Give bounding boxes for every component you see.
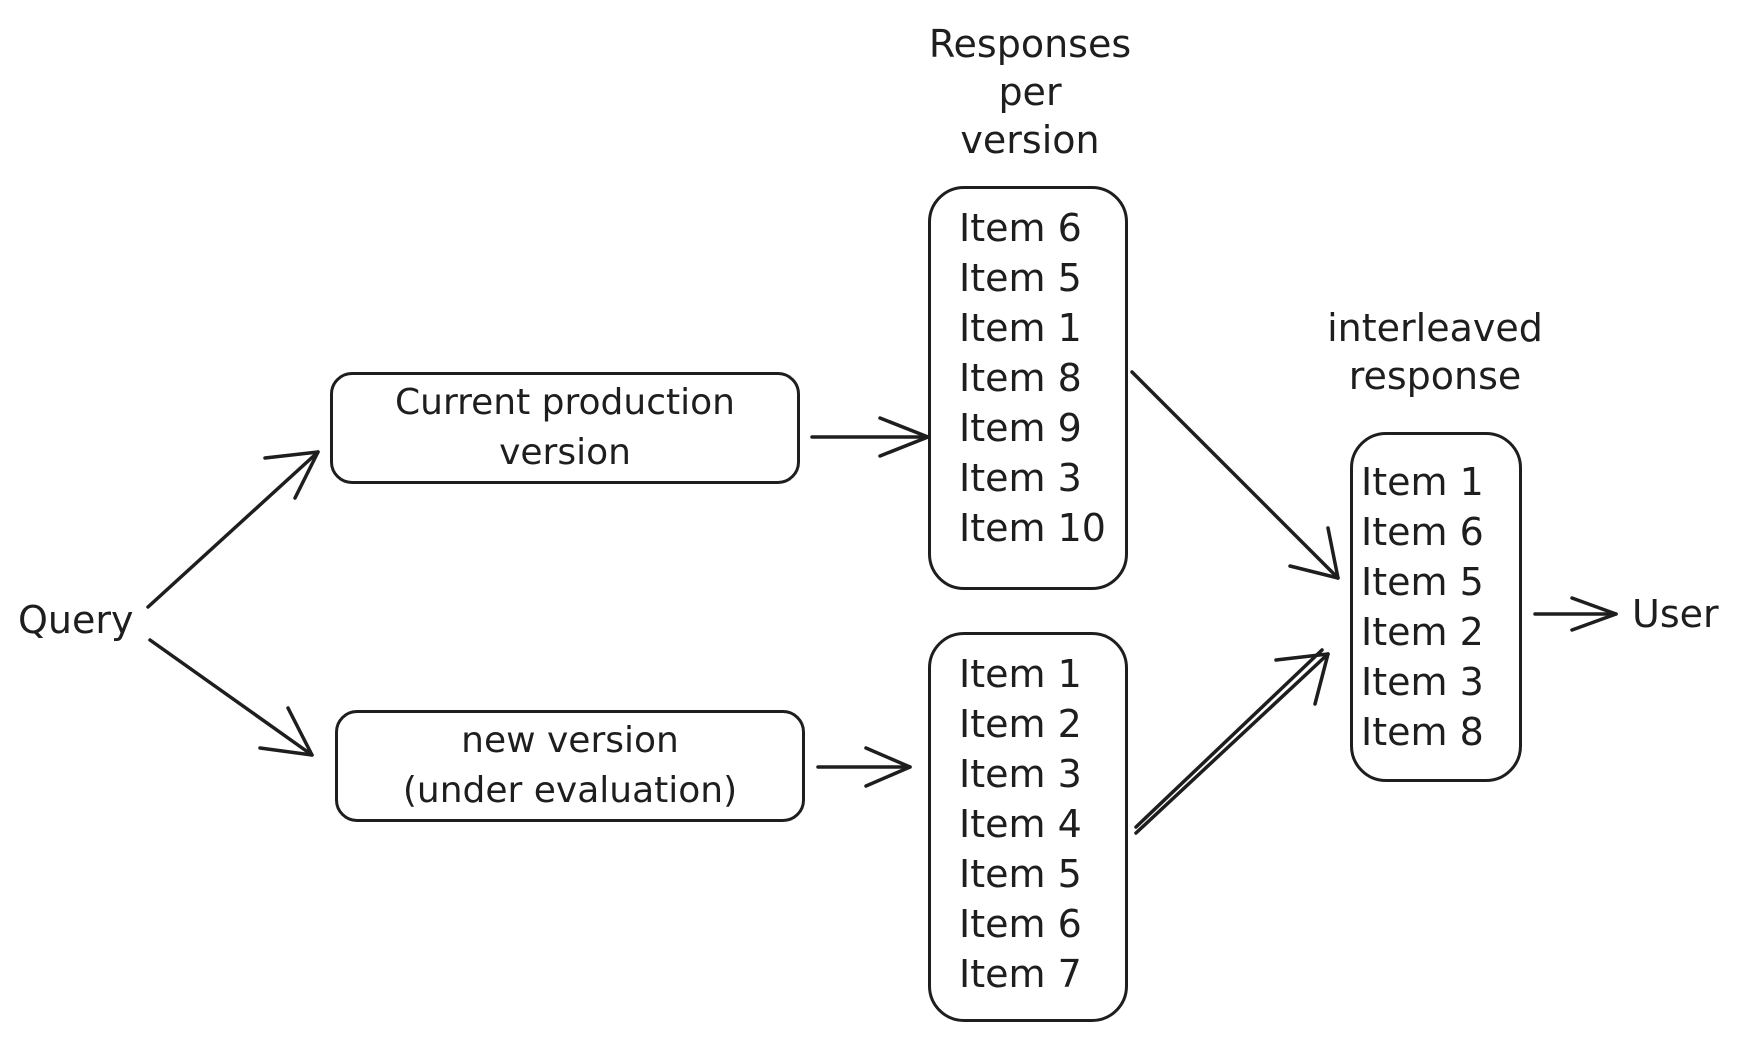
list-item: Item 2 xyxy=(1361,610,1484,654)
list-item: Item 6 xyxy=(959,206,1082,250)
list-item: Item 7 xyxy=(959,952,1082,996)
arrow-query-to-current xyxy=(146,450,320,609)
current-responses-list: Item 6 Item 5 Item 1 Item 8 Item 9 Item … xyxy=(928,186,1128,590)
responses-header: Responses per version xyxy=(910,20,1150,164)
list-item: Item 6 xyxy=(959,902,1082,946)
list-item: Item 5 xyxy=(959,256,1082,300)
responses-header-line1: Responses xyxy=(928,22,1132,66)
current-production-line2: version xyxy=(499,432,631,473)
current-production-box: Current production version xyxy=(330,372,800,484)
arrow-query-to-new xyxy=(148,638,314,757)
interleaved-header-line2: response xyxy=(1348,354,1522,398)
list-item: Item 2 xyxy=(959,702,1082,746)
interleaved-responses-list: Item 1 Item 6 Item 5 Item 2 Item 3 Item … xyxy=(1350,432,1522,782)
list-item: Item 3 xyxy=(1361,660,1484,704)
interleaved-header: interleaved response xyxy=(1300,304,1570,400)
new-version-box: new version (under evaluation) xyxy=(335,710,805,822)
arrow-new-to-responses xyxy=(816,746,912,788)
responses-header-line2: per xyxy=(998,70,1062,114)
list-item: Item 5 xyxy=(959,852,1082,896)
list-item: Item 3 xyxy=(959,752,1082,796)
list-item: Item 4 xyxy=(959,802,1082,846)
query-label: Query xyxy=(18,598,134,642)
list-item: Item 8 xyxy=(1361,710,1484,754)
list-item: Item 10 xyxy=(959,506,1106,550)
list-item: Item 1 xyxy=(959,306,1082,350)
new-version-line1: new version xyxy=(461,720,679,761)
list-item: Item 8 xyxy=(959,356,1082,400)
responses-header-line3: version xyxy=(960,118,1100,162)
list-item: Item 6 xyxy=(1361,510,1484,554)
list-item: Item 9 xyxy=(959,406,1082,450)
list-item: Item 1 xyxy=(959,652,1082,696)
list-item: Item 5 xyxy=(1361,560,1484,604)
current-production-line1: Current production xyxy=(395,382,735,423)
arrow-interleaved-to-user xyxy=(1533,596,1618,632)
new-version-line2: (under evaluation) xyxy=(402,770,738,811)
list-item: Item 3 xyxy=(959,456,1082,500)
arrow-current-responses-to-interleaved xyxy=(1130,370,1340,580)
list-item: Item 1 xyxy=(1361,460,1484,504)
new-responses-list: Item 1 Item 2 Item 3 Item 4 Item 5 Item … xyxy=(928,632,1128,1022)
interleaved-header-line1: interleaved xyxy=(1327,306,1543,350)
user-label: User xyxy=(1632,592,1719,636)
arrow-current-to-responses xyxy=(810,416,930,458)
arrow-new-responses-to-interleaved xyxy=(1134,648,1330,835)
